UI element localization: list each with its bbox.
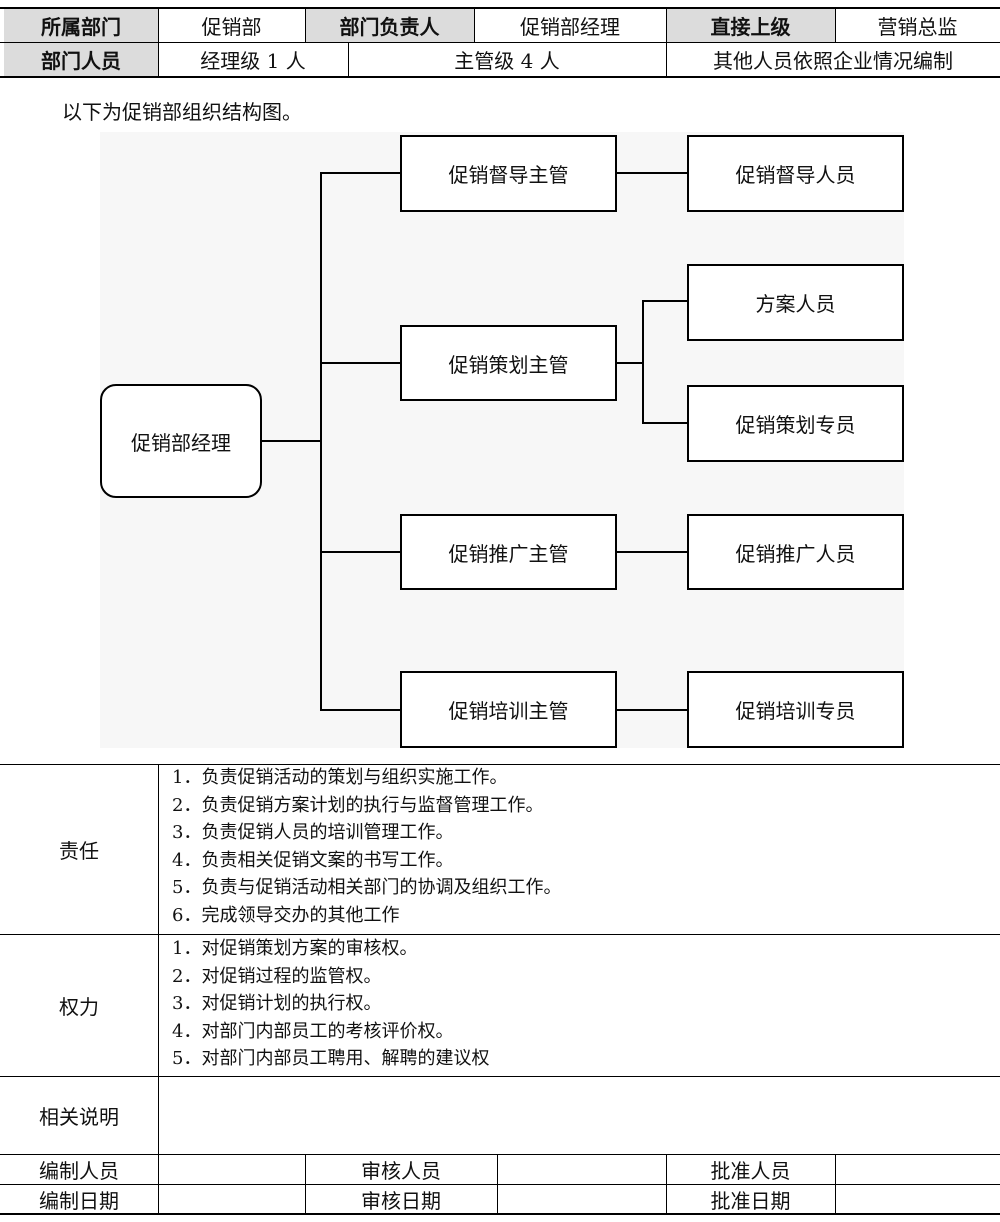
org-node-staff: 促销推广人员 [687,514,904,590]
authority-label: 权力 [59,995,99,1019]
connector-line [261,440,321,442]
authority-item: 5．对部门内部员工聘用、解聘的建议权 [172,1048,490,1069]
org-node-staff: 促销策划专员 [687,385,904,462]
connector-line [320,172,402,174]
superior-value: 营销总监 [877,15,958,39]
reviewed-date-label: 审核日期 [361,1188,441,1213]
approved-by-label: 批准人员 [710,1159,791,1183]
org-node-supervisor: 促销推广主管 [400,514,617,590]
staff-manager: 经理级 1 人 [200,49,306,73]
responsibility-label: 责任 [59,839,99,863]
connector-line [320,362,402,364]
head-value: 促销部经理 [520,15,620,39]
notes-content [159,1077,1000,1154]
authority-item: 3．对促销计划的执行权。 [172,993,382,1014]
org-node-supervisor: 促销培训主管 [400,671,617,748]
prepared-by-label: 编制人员 [39,1159,119,1183]
responsibility-item: 6．完成领导交办的其他工作 [172,904,400,926]
responsibility-item: 5．负责与促销活动相关部门的协调及组织工作。 [172,877,562,898]
connector-line [320,172,322,710]
header-cell-bg [305,9,474,42]
head-label: 部门负责人 [339,15,440,39]
header-cell-bg [4,43,158,76]
org-node-supervisor: 促销督导主管 [400,135,617,212]
intro-text: 以下为促销部组织结构图。 [62,100,302,124]
prepared-date-label: 编制日期 [39,1188,119,1213]
notes-label: 相关说明 [39,1105,119,1129]
dept-value: 促销部 [201,15,262,39]
connector-line [615,709,689,711]
org-node-staff: 方案人员 [687,264,904,341]
approved-date-label: 批准日期 [710,1188,791,1213]
dept-label: 所属部门 [41,15,121,39]
staff-supervisor: 主管级 4 人 [454,49,560,73]
connector-line [320,551,402,553]
connector-line [642,300,689,302]
staff-label: 部门人员 [41,49,121,73]
responsibility-list: 1．负责促销活动的策划与组织实施工作。 2．负责促销方案计划的执行与监督管理工作… [172,764,561,929]
authority-item: 1．对促销策划方案的审核权。 [172,938,418,959]
responsibility-item: 3．负责促销人员的培训管理工作。 [172,822,454,843]
org-node-root: 促销部经理 [100,384,262,498]
connector-line [642,300,644,424]
responsibility-item: 4．负责相关促销文案的书写工作。 [172,849,454,871]
responsibility-item: 2．负责促销方案计划的执行与监督管理工作。 [172,794,544,816]
authority-item: 4．对部门内部员工的考核评价权。 [172,1020,454,1042]
authority-list: 1．对促销策划方案的审核权。 2．对促销过程的监管权。 3．对促销计划的执行权。… [172,935,489,1073]
connector-line [615,362,643,364]
org-node-staff: 促销培训专员 [687,671,904,748]
authority-item: 2．对促销过程的监管权。 [172,965,382,987]
staff-other: 其他人员依照企业情况编制 [713,49,953,73]
connector-line [642,422,689,424]
org-node-supervisor: 促销策划主管 [400,325,617,401]
connector-line [615,551,689,553]
org-node-staff: 促销督导人员 [687,135,904,212]
superior-label: 直接上级 [710,15,791,39]
connector-line [320,709,402,711]
connector-line [615,172,689,174]
responsibility-item: 1．负责促销活动的策划与组织实施工作。 [172,767,508,788]
header-cell-bg [666,9,835,42]
reviewed-by-label: 审核人员 [361,1159,441,1183]
header-cell-bg [4,9,158,42]
